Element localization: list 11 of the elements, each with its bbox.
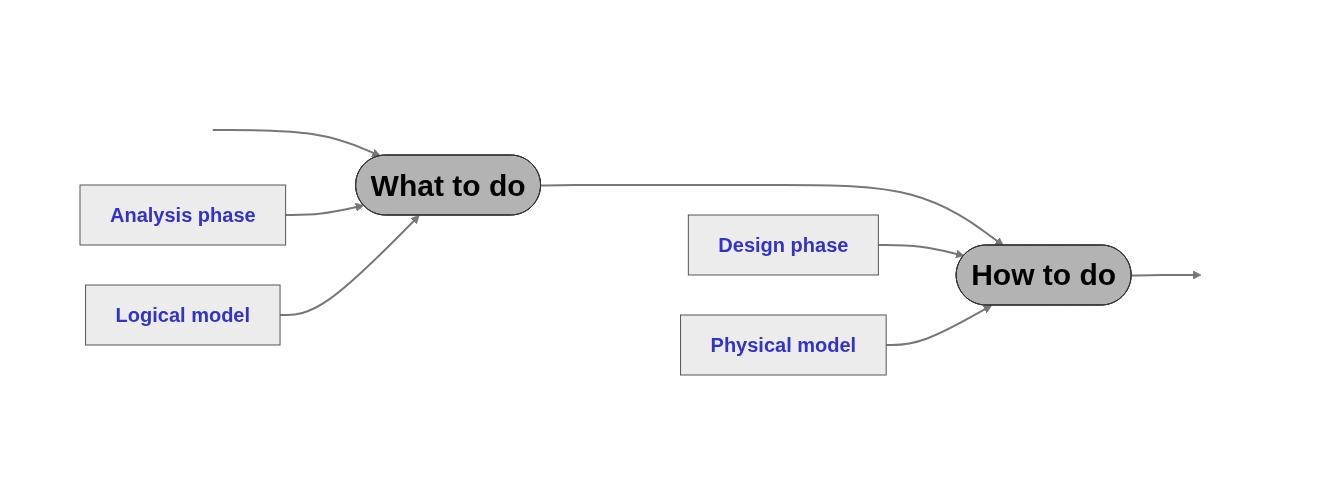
arrow bbox=[877, 244, 965, 259]
node-box: Design phase bbox=[688, 214, 880, 276]
arrow bbox=[885, 305, 993, 346]
arrow bbox=[285, 202, 365, 216]
arrow bbox=[279, 215, 420, 316]
node-box: Logical model bbox=[85, 284, 281, 346]
node-box: Physical model bbox=[680, 314, 888, 376]
arrow bbox=[212, 129, 382, 157]
node-box: Analysis phase bbox=[79, 184, 287, 246]
arrow bbox=[540, 184, 1005, 246]
arrow bbox=[1131, 270, 1202, 280]
